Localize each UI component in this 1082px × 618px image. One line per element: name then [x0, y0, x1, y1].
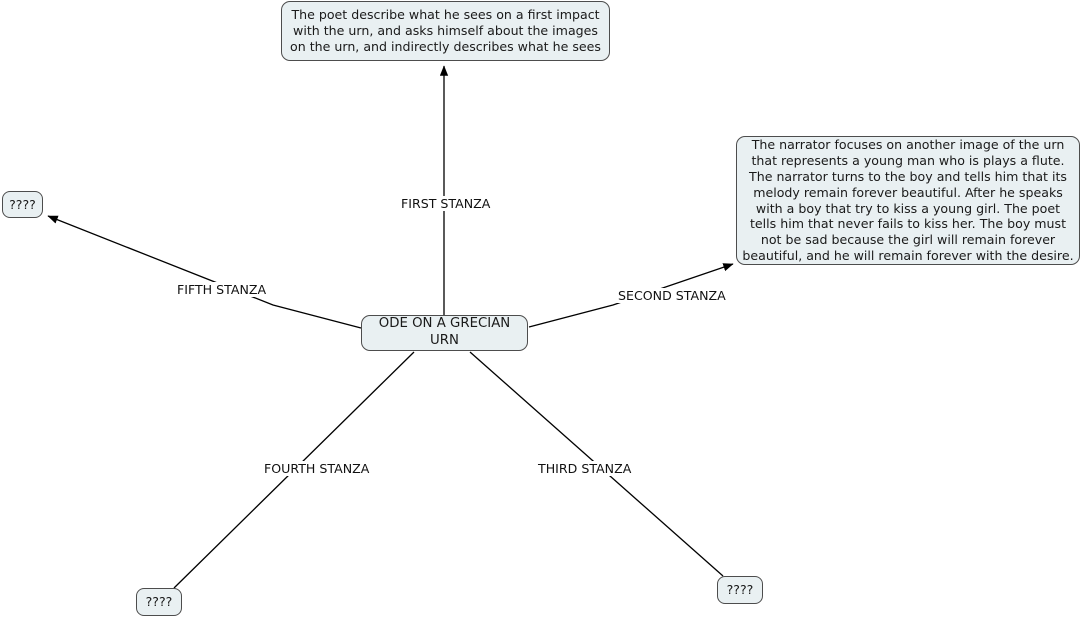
node-fourth-stanza-label: ????	[145, 594, 173, 609]
node-first-stanza-label: The poet describe what he sees on a firs…	[290, 7, 601, 54]
node-fourth-stanza[interactable]: ????	[136, 588, 182, 616]
edge-label-first-stanza: FIRST STANZA	[398, 196, 494, 211]
node-third-stanza[interactable]: ????	[717, 576, 763, 604]
edge-fifth-stanza	[47, 215, 362, 329]
node-first-stanza[interactable]: The poet describe what he sees on a firs…	[281, 1, 610, 61]
node-second-stanza[interactable]: The narrator focuses on another image of…	[736, 136, 1080, 265]
edge-second-stanza	[528, 263, 734, 328]
edge-label-fifth-stanza: FIFTH STANZA	[174, 282, 270, 297]
edge-label-third-stanza: THIRD STANZA	[535, 461, 635, 476]
node-center-topic[interactable]: ODE ON A GRECIAN URN	[361, 315, 528, 351]
node-second-stanza-label: The narrator focuses on another image of…	[742, 136, 1074, 264]
node-center-topic-label: ODE ON A GRECIAN URN	[378, 316, 511, 348]
node-fifth-stanza-label: ????	[9, 196, 36, 212]
node-fifth-stanza[interactable]: ????	[2, 191, 43, 218]
edge-label-second-stanza: SECOND STANZA	[615, 288, 729, 303]
node-third-stanza-label: ????	[726, 582, 754, 597]
edge-label-fourth-stanza: FOURTH STANZA	[261, 461, 373, 476]
